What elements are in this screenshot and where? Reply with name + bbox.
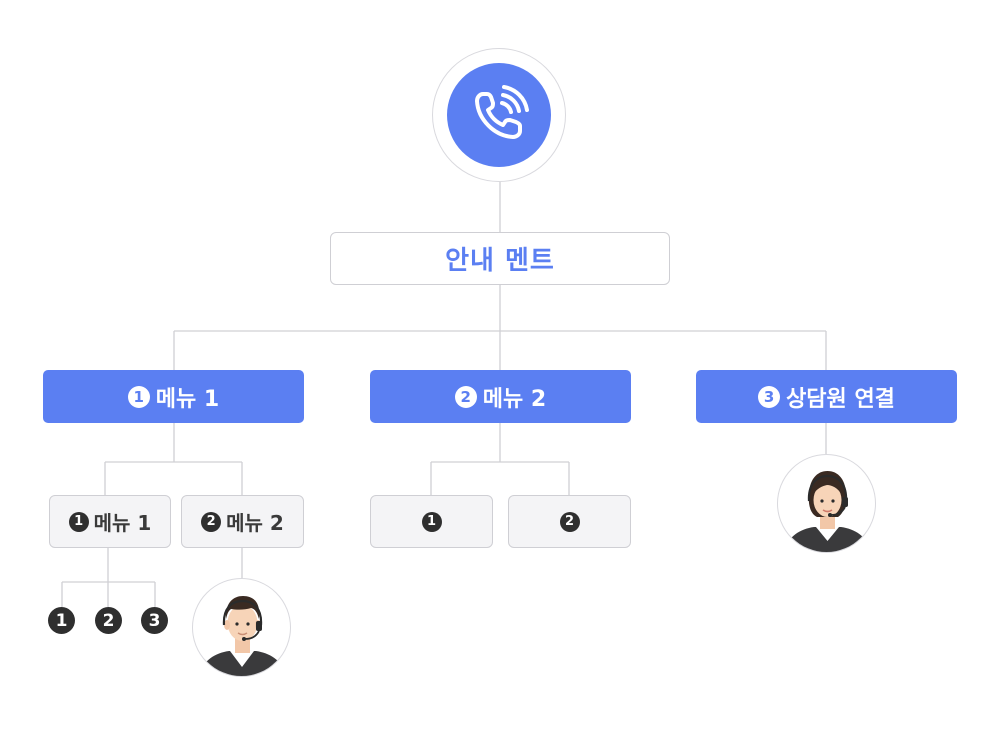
menu-2-label: 메뉴 2 <box>482 386 547 412</box>
menu-1-number-badge: 1 <box>127 385 150 408</box>
sub-option-3-badge: 3 <box>141 607 168 634</box>
menu-2-number-badge: 2 <box>454 385 477 408</box>
menu-1-sub-1-badge: 1 <box>68 511 89 532</box>
menu-3-node: 3 상담원 연결 <box>696 370 957 423</box>
phone-root-node <box>432 48 566 182</box>
menu-1-sub-2-node: 2 메뉴 2 <box>181 495 304 548</box>
female-agent-headset-icon <box>777 454 876 553</box>
menu-1-sub-1-label: 메뉴 1 <box>93 511 152 535</box>
sub-option-1-badge: 1 <box>48 607 75 634</box>
menu-1-node: 1 메뉴 1 <box>43 370 304 423</box>
male-agent-headset-icon <box>192 578 291 677</box>
phone-ringing-icon <box>447 63 551 167</box>
menu-1-sub-2-badge: 2 <box>201 511 222 532</box>
menu-2-node: 2 메뉴 2 <box>370 370 631 423</box>
menu-3-number-badge: 3 <box>758 385 781 408</box>
announcement-label: 안내 멘트 <box>445 246 555 276</box>
menu-1-sub-1-node: 1 메뉴 1 <box>49 495 171 548</box>
menu-2-sub-2-node: 2 <box>508 495 631 548</box>
menu-3-label: 상담원 연결 <box>786 386 895 412</box>
sub-option-2-badge: 2 <box>95 607 122 634</box>
announcement-box: 안내 멘트 <box>330 232 670 285</box>
menu-1-sub-2-label: 메뉴 2 <box>226 511 284 535</box>
menu-2-sub-1-node: 1 <box>370 495 493 548</box>
menu-2-sub-1-badge: 1 <box>421 511 442 532</box>
menu-2-sub-2-badge: 2 <box>559 511 580 532</box>
menu-1-label: 메뉴 1 <box>155 386 220 412</box>
